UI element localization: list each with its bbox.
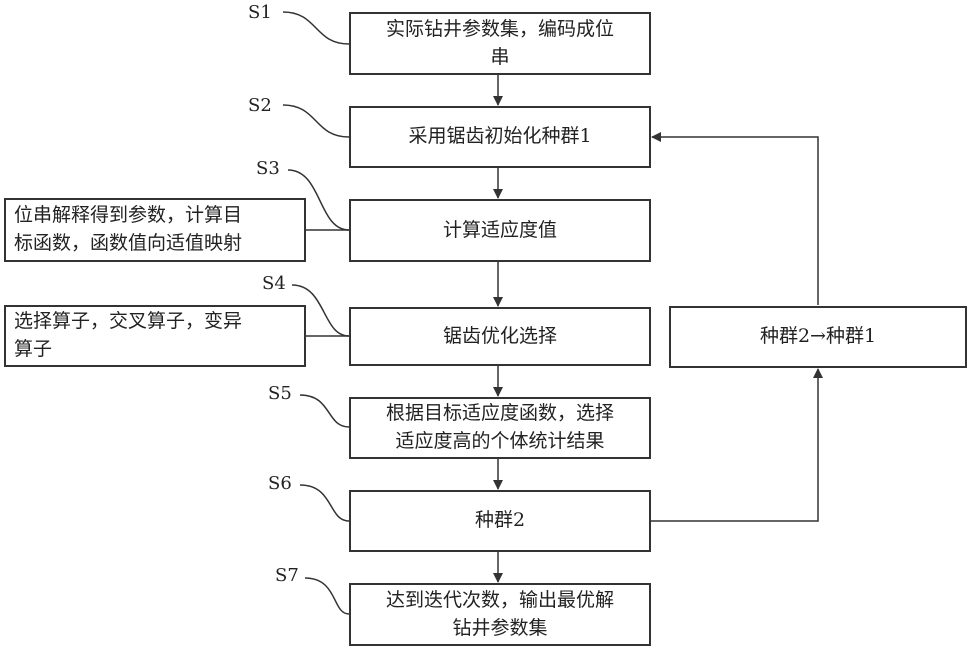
leader-s5 [300, 395, 349, 427]
note-box-s4: 选择算子，交叉算子，变异 算子 [4, 305, 306, 367]
step-text-s3: 计算适应度值 [443, 217, 557, 245]
leader-s2 [283, 105, 349, 137]
arrow-s6-loop [650, 369, 818, 521]
step-box-s5: 根据目标适应度函数，选择 适应度高的个体统计结果 [349, 397, 651, 459]
leader-s7 [305, 578, 349, 614]
note-text-s3: 位串解释得到参数，计算目 标函数，函数值向适值映射 [14, 202, 242, 257]
leader-s1 [283, 12, 349, 44]
step-box-s1: 实际钻井参数集，编码成位 串 [349, 12, 651, 75]
step-text-s2: 采用锯齿初始化种群1 [408, 123, 591, 151]
step-label-s2: S2 [248, 95, 272, 116]
step-label-s1: S1 [248, 2, 272, 23]
note-box-s3: 位串解释得到参数，计算目 标函数，函数值向适值映射 [4, 198, 306, 262]
loop-box: 种群2→种群1 [669, 306, 967, 368]
step-label-s5: S5 [268, 383, 292, 404]
step-box-s6: 种群2 [349, 490, 651, 552]
arrow-loop-s2 [652, 137, 818, 305]
leader-s6 [300, 485, 349, 521]
step-text-s5: 根据目标适应度函数，选择 适应度高的个体统计结果 [386, 400, 614, 455]
step-label-s3: S3 [256, 158, 280, 179]
step-text-s4: 锯齿优化选择 [443, 323, 557, 351]
step-text-s7: 达到迭代次数，输出最优解 钻井参数集 [386, 587, 614, 642]
step-label-s6: S6 [268, 473, 292, 494]
loop-box-text: 种群2→种群1 [760, 323, 876, 351]
step-text-s6: 种群2 [475, 507, 525, 535]
step-label-s7: S7 [275, 565, 299, 586]
note-text-s4: 选择算子，交叉算子，变异 算子 [14, 308, 242, 363]
step-box-s7: 达到迭代次数，输出最优解 钻井参数集 [349, 583, 651, 646]
step-box-s4: 锯齿优化选择 [349, 307, 651, 366]
step-box-s2: 采用锯齿初始化种群1 [349, 106, 651, 168]
step-box-s3: 计算适应度值 [349, 199, 651, 262]
step-text-s1: 实际钻井参数集，编码成位 串 [386, 16, 614, 71]
step-label-s4: S4 [262, 273, 286, 294]
